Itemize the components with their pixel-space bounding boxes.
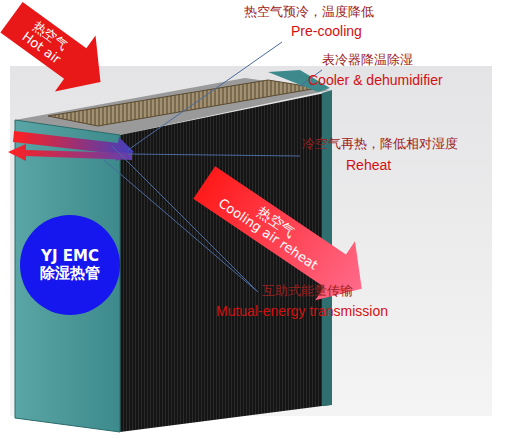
callout-label: 互助式能量传输 (262, 283, 353, 299)
callout-label: Cooler & dehumidifier (308, 72, 443, 89)
product-circle: YJ EMC 除湿热管 (20, 215, 120, 315)
node-text: YJ EMC 除湿热管 (35, 248, 105, 283)
callout-label: Reheat (346, 157, 391, 174)
circle-outline (20, 215, 120, 315)
callout-label: Pre-cooling (291, 23, 362, 40)
callout-label: 冷空气再热，降低相对湿度 (302, 136, 458, 152)
callout-label: Mutual-energy transmission (216, 303, 388, 320)
leader-lines (104, 42, 322, 292)
finned-face (120, 92, 330, 432)
callout-label: 表冷器降温除湿 (322, 52, 413, 68)
arrow-outline (184, 153, 381, 318)
flow-arrow (8, 144, 132, 161)
arrow-outline (0, 0, 121, 110)
side-panel (15, 120, 120, 432)
callout-label: 热空气预冷，温度降低 (244, 4, 374, 20)
